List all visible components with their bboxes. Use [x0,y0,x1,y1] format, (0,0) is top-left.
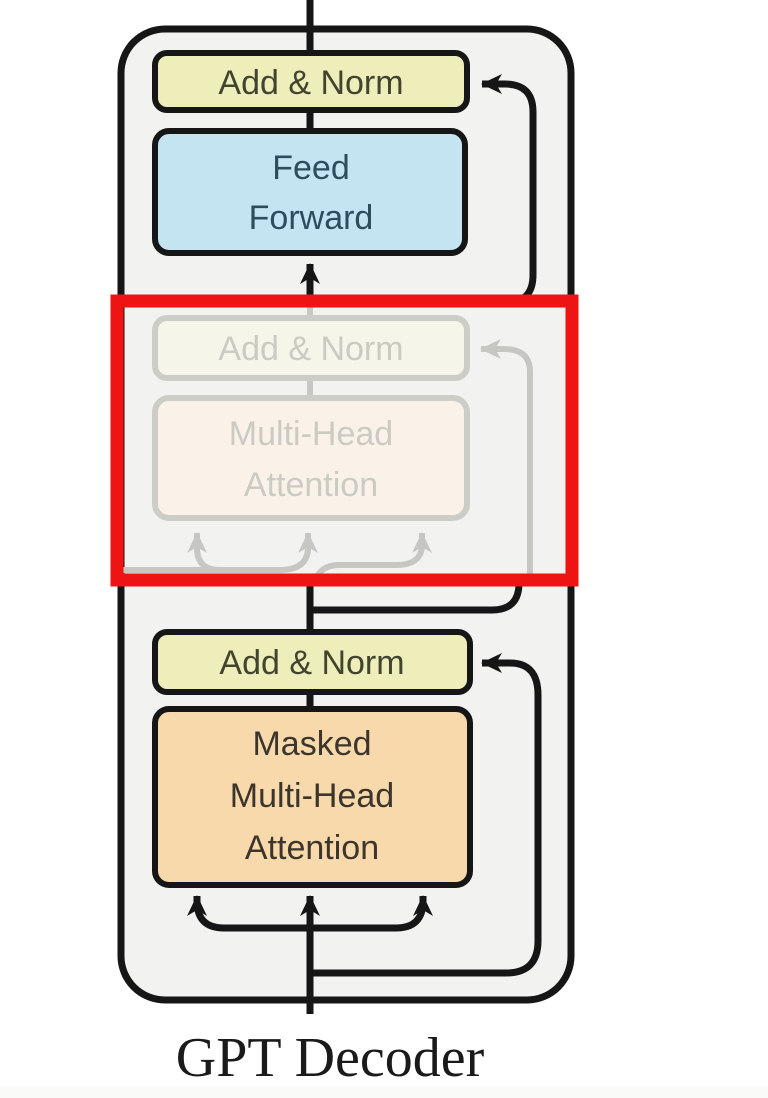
feed-forward-label-line2: Forward [249,199,374,237]
masked-multi-head-attention-label-line2: Multi-Head [230,777,394,815]
masked-multi-head-attention-label-line3: Attention [245,829,379,867]
ghost-residual-loop [480,339,533,580]
ghost-query-input-arrow [313,532,432,582]
ghost-value-input-arrow [279,532,318,573]
top-add-norm-label: Add & Norm [218,64,403,102]
bottom-edge-strip [0,1086,768,1098]
ghost-multi-head-attention-box [152,395,470,521]
bottom-add-norm-label: Add & Norm [219,644,404,682]
diagram-caption: GPT Decoder [176,1027,485,1089]
masked-attention-left-input-arrow [187,895,310,932]
ghost-key-input-arrow [187,532,245,573]
masked-attention-residual-loop [310,653,542,977]
feed-forward-label-line1: Feed [272,149,350,187]
masked-multi-head-attention-box [152,706,473,888]
masked-attention-right-input-arrow [310,895,433,932]
ghost-add-norm-label: Add & Norm [218,330,403,368]
feed-forward-box [152,128,468,256]
ghost-add-norm-box [152,315,470,381]
highlight-box [110,294,579,587]
top-add-norm-box [152,50,470,113]
ghost-multi-head-attention-label-line1: Multi-Head [229,415,393,453]
masked-multi-head-attention-label-line1: Masked [252,725,371,763]
bottom-add-norm-box [152,629,473,695]
ghost-multi-head-attention-label-line2: Attention [244,466,378,504]
